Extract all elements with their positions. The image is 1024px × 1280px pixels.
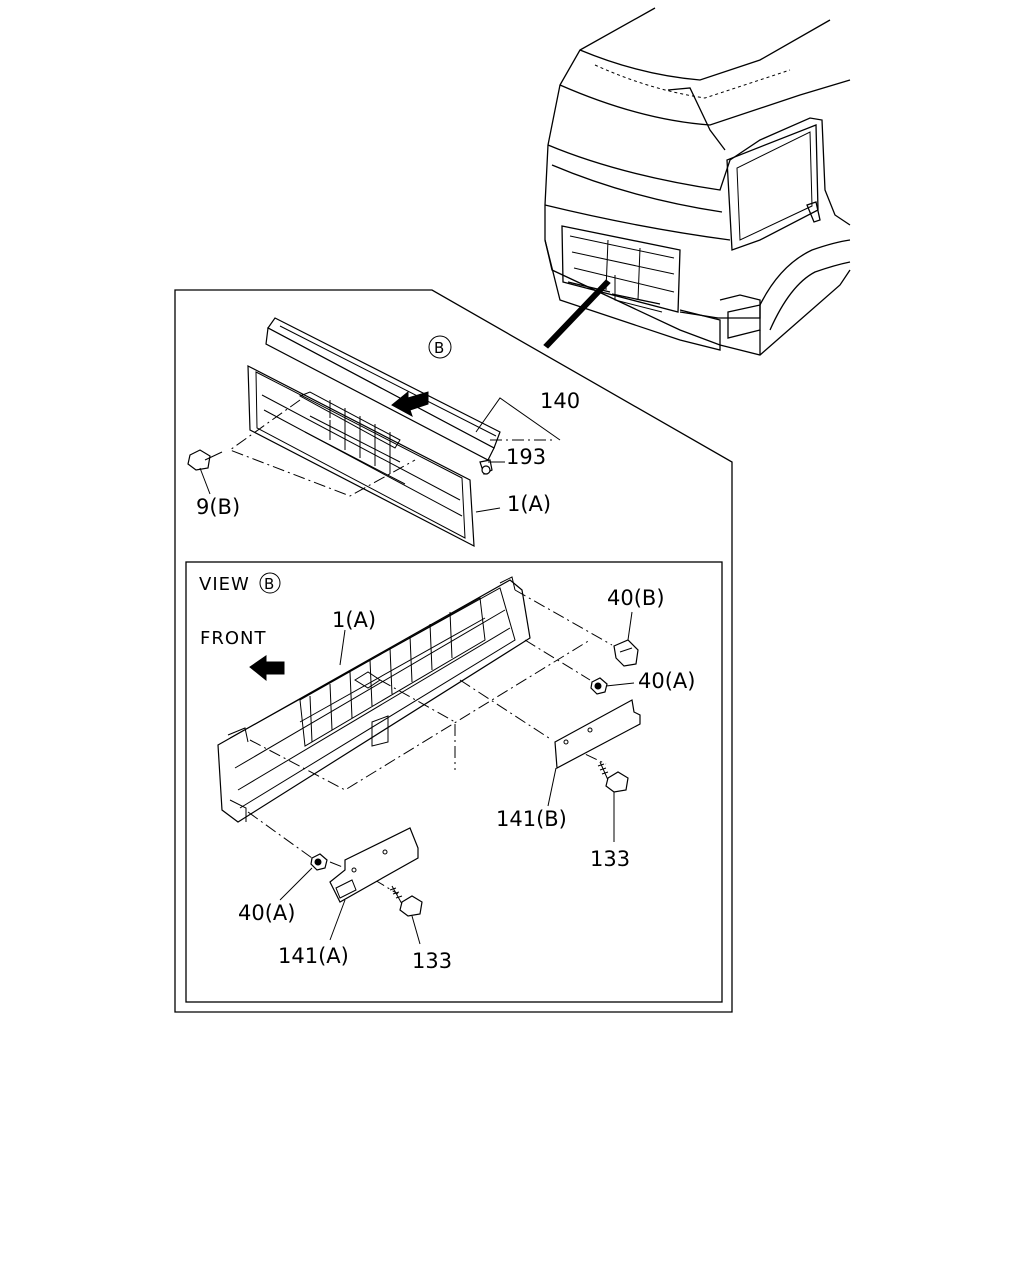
label-193: 193 bbox=[506, 445, 546, 469]
leader-141b bbox=[547, 767, 557, 807]
label-140: 140 bbox=[540, 389, 580, 413]
label-133-right: 133 bbox=[590, 847, 630, 871]
label-141a: 141(A) bbox=[278, 944, 349, 968]
screw-9b-icon bbox=[187, 449, 223, 471]
front-label: FRONT bbox=[200, 628, 267, 649]
label-40b: 40(B) bbox=[607, 586, 665, 610]
clip-40b-icon bbox=[613, 639, 639, 667]
screw-133-right-icon bbox=[597, 761, 629, 793]
leader-40a-left bbox=[279, 867, 313, 901]
screw-133-left-icon bbox=[389, 885, 423, 917]
label-40a-left: 40(A) bbox=[238, 901, 295, 925]
view-circle bbox=[259, 572, 281, 594]
grille-exploded-view bbox=[187, 317, 555, 548]
callout-b-circle bbox=[428, 335, 452, 359]
view-label: VIEW bbox=[199, 574, 250, 595]
view-b-frame bbox=[185, 561, 723, 1003]
label-1a-top: 1(A) bbox=[507, 492, 551, 516]
nut-40a-left-icon bbox=[310, 853, 328, 871]
view-circle-letter: B bbox=[264, 575, 274, 593]
leader-1a-view bbox=[339, 629, 346, 666]
label-133-left: 133 bbox=[412, 949, 452, 973]
view-direction-arrow bbox=[391, 390, 429, 418]
nut-40a-right-icon bbox=[590, 677, 608, 695]
leader-133-left bbox=[411, 915, 421, 945]
leader-40a-right bbox=[605, 682, 635, 687]
label-1a-view: 1(A) bbox=[332, 608, 376, 632]
callout-b-letter: B bbox=[434, 339, 444, 357]
leader-40b bbox=[627, 611, 633, 641]
leader-lines-upper bbox=[199, 397, 561, 513]
plate-141a bbox=[329, 827, 419, 903]
label-40a-right: 40(A) bbox=[638, 669, 695, 693]
detail-pointer bbox=[543, 279, 611, 349]
detail-frame bbox=[174, 289, 733, 1013]
label-9b: 9(B) bbox=[196, 495, 240, 519]
grille-rear-view bbox=[217, 576, 531, 823]
front-arrow bbox=[249, 655, 285, 682]
leader-141a bbox=[329, 899, 346, 941]
plate-141b bbox=[554, 699, 641, 769]
truck-cab-illustration bbox=[544, 7, 851, 356]
label-141b: 141(B) bbox=[496, 807, 567, 831]
